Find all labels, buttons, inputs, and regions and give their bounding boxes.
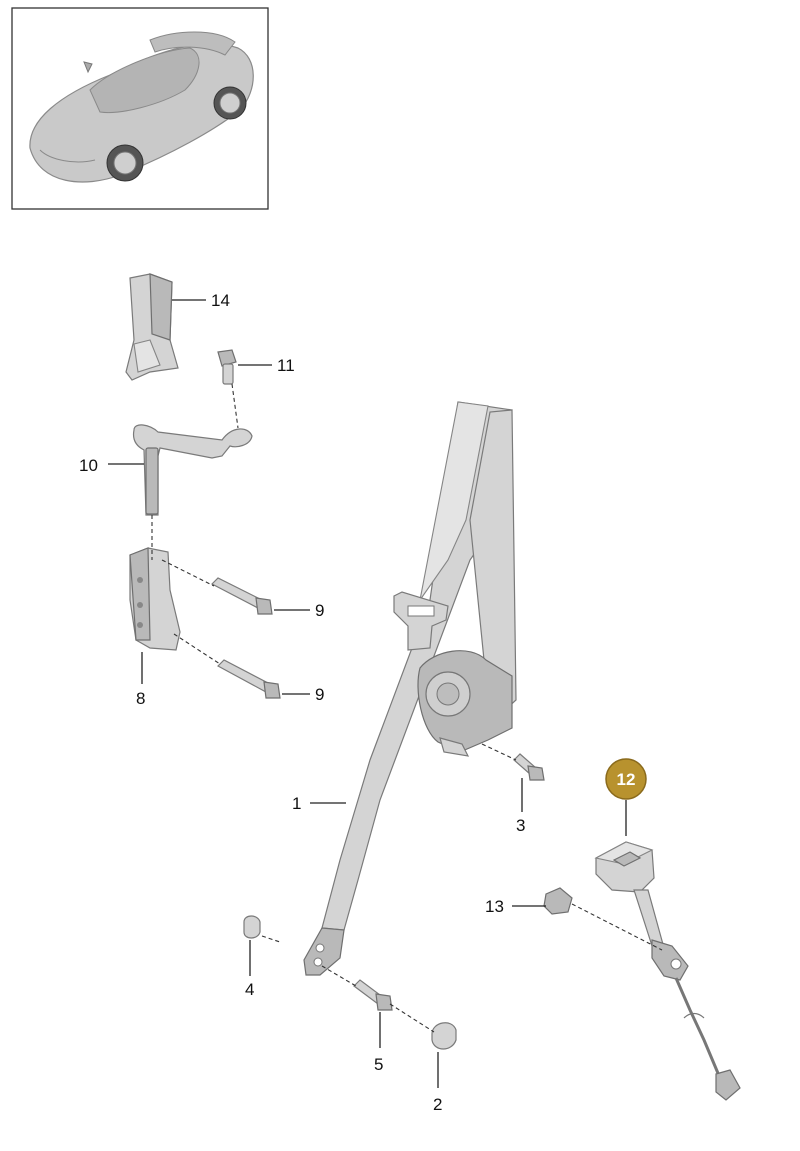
part-2-cap: [431, 1022, 457, 1050]
part-8-anchor-plate: [129, 547, 181, 651]
callout-12: 12: [617, 770, 636, 789]
callout-1: 1: [292, 794, 301, 813]
car-illustration: [29, 31, 254, 183]
callout-14: 14: [211, 291, 230, 310]
callout-11: 11: [277, 356, 295, 375]
part-3-bolt: [513, 753, 545, 781]
part-9-bolt-lower: [217, 659, 281, 699]
vehicle-thumbnail: [11, 7, 269, 210]
part-10-bracket-rod: [132, 424, 253, 516]
callout-9-lower: 9: [315, 685, 324, 704]
part-14-trim-cover: [125, 273, 179, 381]
part-4-spacer: [243, 915, 261, 939]
part-12-belt-buckle: [594, 841, 741, 1101]
callout-10: 10: [79, 456, 98, 475]
leader-lines: [108, 299, 627, 1088]
part-13-nut: [543, 887, 573, 915]
callout-4: 4: [245, 980, 254, 999]
part-5-bolt: [353, 979, 393, 1011]
callout-3: 3: [516, 816, 525, 835]
part-11-bolt: [217, 349, 237, 385]
callout-8: 8: [136, 689, 145, 708]
part-1-seat-belt: [303, 401, 517, 976]
callout-9-upper: 9: [315, 601, 324, 620]
callout-12-highlight[interactable]: 12: [605, 758, 647, 800]
callout-5: 5: [374, 1055, 383, 1074]
assembly-dash-lines: [151, 383, 663, 1033]
callout-13: 13: [485, 897, 504, 916]
callout-2: 2: [433, 1095, 442, 1114]
part-9-bolt-upper: [210, 577, 273, 615]
